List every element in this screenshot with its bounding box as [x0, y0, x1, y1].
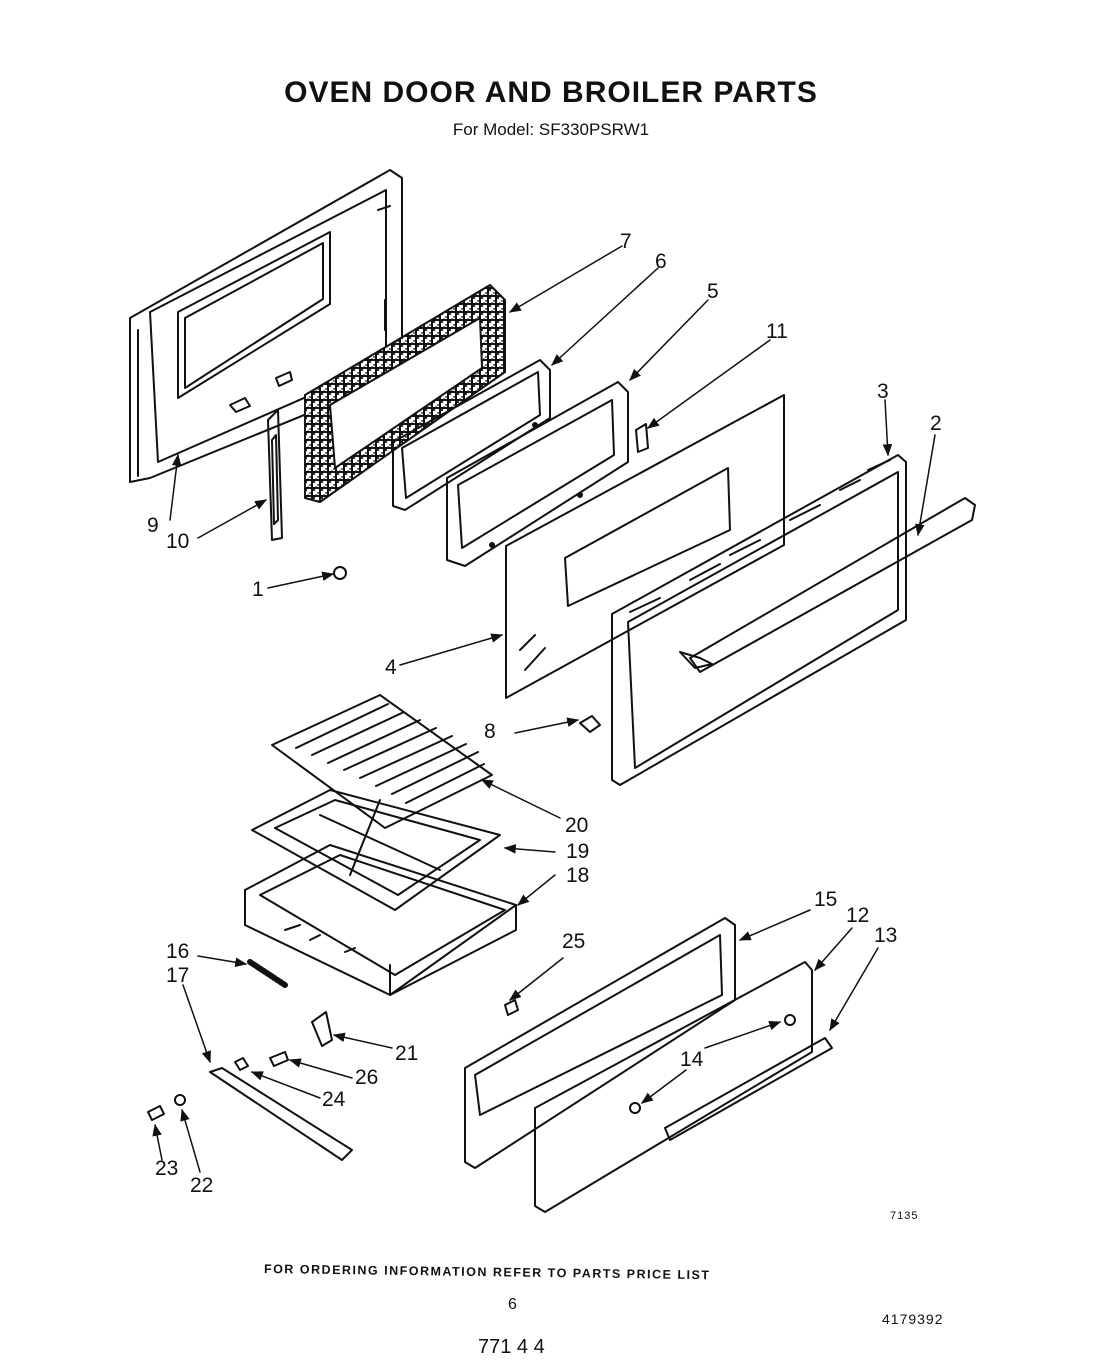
outer-glass-part-4 — [505, 394, 785, 699]
insulation-part-7 — [304, 284, 506, 503]
window-frame-part-5 — [446, 381, 629, 567]
broiler-pan-part-18 — [244, 844, 517, 996]
callout-9: 9 — [147, 514, 159, 537]
bracket-bar-part-17 — [209, 1067, 353, 1161]
drawer-trim-part-13 — [664, 1037, 833, 1141]
model-subtitle: For Model: SF330PSRW1 — [452, 120, 650, 139]
callout-22: 22 — [190, 1174, 213, 1197]
screw-part-23 — [147, 1105, 165, 1121]
callout-12: 12 — [846, 904, 869, 927]
callout-4: 4 — [385, 656, 397, 679]
screw-part-1 — [333, 566, 347, 580]
callout-16: 16 — [166, 940, 189, 963]
page-title: OVEN DOOR AND BROILER PARTS — [284, 76, 818, 109]
nut-part-24 — [234, 1057, 249, 1071]
callout-3: 3 — [877, 380, 889, 403]
callout-7: 7 — [620, 230, 632, 253]
document-number: 4179392 — [882, 1311, 944, 1327]
callout-20: 20 — [565, 814, 588, 837]
hinge-clip-part-8 — [579, 715, 601, 733]
callout-11: 11 — [766, 320, 788, 343]
callout-8: 8 — [484, 720, 496, 743]
leader-lines — [152, 245, 936, 1173]
callout-25: 25 — [562, 930, 585, 953]
callout-24: 24 — [322, 1088, 346, 1111]
clip-part-11 — [635, 423, 649, 453]
spring-part-16 — [247, 959, 288, 988]
callout-5: 5 — [707, 280, 719, 303]
broiler-rack-part-19 — [251, 789, 501, 911]
callout-21: 21 — [395, 1042, 418, 1065]
callout-19: 19 — [566, 840, 589, 863]
callout-18: 18 — [566, 864, 589, 887]
outer-door-frame-part-3 — [611, 454, 907, 786]
callout-10: 10 — [166, 530, 189, 553]
door-strip-part-10 — [267, 409, 283, 541]
callout-17: 17 — [166, 964, 189, 987]
page-number: 6 — [508, 1296, 517, 1313]
callout-23: 23 — [155, 1157, 178, 1180]
drawer-front-panel-part-12 — [534, 961, 813, 1213]
glass-frame-part-6 — [392, 359, 551, 511]
cut-off-text: 771 4 4 — [478, 1336, 545, 1358]
bolt-part-26 — [269, 1051, 289, 1067]
callout-26: 26 — [355, 1066, 378, 1089]
washer-part-22 — [174, 1094, 186, 1106]
callout-1: 1 — [252, 578, 264, 601]
art-number: 7135 — [890, 1210, 919, 1222]
door-handle-part-2 — [679, 497, 976, 673]
latch-part-21 — [311, 1011, 333, 1047]
stud-part-25 — [504, 999, 519, 1016]
callout-15: 15 — [814, 888, 837, 911]
callout-labels: 1 2 3 4 5 6 7 8 9 10 11 12 13 14 15 16 1… — [147, 230, 942, 1197]
fastener-part-14 — [629, 1014, 796, 1114]
callout-13: 13 — [874, 924, 897, 947]
callout-14: 14 — [680, 1048, 704, 1071]
drawer-inner-panel-part-15 — [464, 917, 736, 1169]
callout-2: 2 — [930, 412, 942, 435]
broiler-grid-part-20 — [271, 694, 493, 829]
callout-6: 6 — [655, 250, 667, 273]
